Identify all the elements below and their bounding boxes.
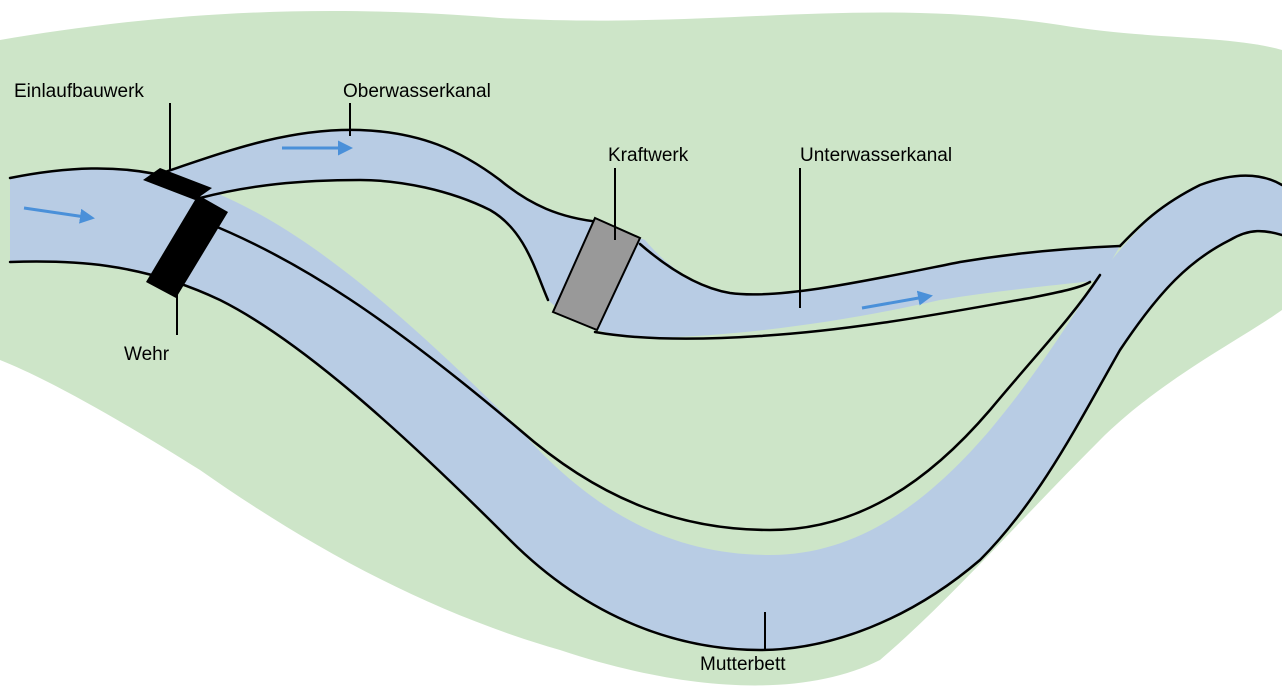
label-wehr: Wehr xyxy=(124,344,170,365)
label-oberwasserkanal: Oberwasserkanal xyxy=(343,81,491,102)
flow-arrow-icon xyxy=(861,290,933,310)
wehr-structure xyxy=(146,195,228,298)
einlaufbauwerk-structure xyxy=(143,168,212,200)
unterwasserkanal-upper-bank xyxy=(638,242,1122,296)
oberwasserkanal-lower-bank xyxy=(198,178,550,302)
mutterbett-water xyxy=(10,168,1282,650)
mutterbett-upper-bank-lower-reach xyxy=(203,220,1102,532)
mutterbett-lower-bank xyxy=(8,229,1282,652)
canal-water xyxy=(165,129,1120,338)
oberwasserkanal-upper-bank xyxy=(163,128,602,224)
flow-arrow-icon xyxy=(23,206,95,224)
unterwasserkanal-lower-bank xyxy=(593,280,1092,340)
label-mutterbett: Mutterbett xyxy=(700,654,786,675)
label-unterwasserkanal: Unterwasserkanal xyxy=(800,145,952,166)
label-kraftwerk: Kraftwerk xyxy=(608,145,689,166)
label-einlaufbauwerk: Einlaufbauwerk xyxy=(14,81,144,102)
confluence-upper-bank xyxy=(1118,174,1282,248)
kraftwerk-structure xyxy=(551,216,642,332)
